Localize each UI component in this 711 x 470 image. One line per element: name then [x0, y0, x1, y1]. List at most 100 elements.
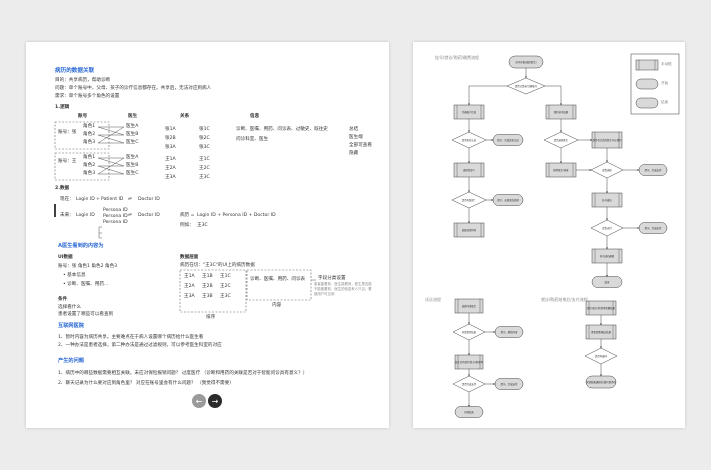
- info-line: 诊断、医嘱、用药、问诊表、过敏史、既往史: [236, 127, 328, 132]
- relation-cell: 张1A: [165, 127, 176, 132]
- dp-note-line: 不能被看到，医生的信息来人只见，看: [314, 287, 372, 291]
- dp-cell: 王1A: [184, 274, 195, 279]
- condition-title: 条件: [58, 297, 68, 302]
- arrow-left-icon: ←: [195, 396, 203, 406]
- data-layer-sub: 病历在切："王3C"的UI上的病历数据: [180, 263, 255, 268]
- ui-data-title: UI数据: [58, 255, 73, 260]
- col-account: 账号: [78, 114, 88, 119]
- example-label: 例如：: [180, 223, 194, 228]
- flow-node: 病历/处方/检查单签署结果: [585, 300, 617, 316]
- flow-node-label: 结束: [605, 280, 610, 284]
- future-label: 未来：: [60, 213, 74, 218]
- flow-node-label: 是否已登录/注册账号: [515, 84, 538, 88]
- now-doctor: Doctor ID: [138, 197, 160, 202]
- flow-node-label: 问诊是否结束: [462, 330, 477, 334]
- now-patient: Patient ID: [101, 197, 124, 202]
- flow-node: 问诊是否结束: [452, 323, 486, 341]
- doctor-label: 医生B: [126, 163, 139, 168]
- relation-cell: 王1A: [165, 157, 176, 162]
- doctor-label: 医生B: [126, 132, 139, 137]
- section-data: 2.数据: [55, 186, 70, 191]
- dp-note-title: 字段分类设置: [318, 276, 346, 281]
- flow-node-label: 是否实名认证: [462, 138, 477, 142]
- relation-cell: 张1C: [199, 127, 210, 132]
- flow-node: 是否选择: [590, 161, 624, 179]
- col-relation: 关系: [180, 114, 190, 119]
- problem-line: 问题：单个账号中，父母、孩子的诊疗信息都存在。共享后，无法对应到病人: [55, 86, 212, 91]
- a-doctor-title: A医生看到的内容为: [58, 243, 104, 249]
- future-persona: Persona ID: [103, 214, 128, 219]
- flow-node-label: 选择就诊人: [463, 168, 476, 172]
- doc-title: 病历的数据关联: [55, 68, 95, 74]
- right-flowchart-page: 挂号/就诊/购药/缴费流程 试诊流程 就诊/购药结束后/支付流程 挂号开始(选择…: [413, 42, 685, 428]
- prev-page-button[interactable]: ←: [192, 394, 206, 408]
- condition-line: 选择看什么: [58, 305, 81, 310]
- left-document-page: 病历的数据关联 目的：共享病历，帮助诊断 问题：单个账号中，父母、孩子的诊疗信息…: [26, 42, 389, 428]
- dp-cell: 王2B: [202, 284, 213, 289]
- future-persona: Persona ID: [103, 208, 128, 213]
- flow-node-label: 患者查看/确认结果: [591, 330, 612, 334]
- flow-node: 预约挂号结果: [545, 104, 577, 120]
- flow-node: 是否有合适的医生可以预约: [591, 131, 623, 149]
- flow-node-label: 完善账户信息: [462, 110, 477, 114]
- summary-item: 隐藏: [349, 151, 359, 156]
- now-plus: +: [96, 197, 100, 202]
- internet-item: 1、暂时内容为病历共享。主要难点在于病人设置哪个病历给什么医生看: [58, 335, 204, 340]
- flow-node-label: 提示，继续问诊: [501, 330, 518, 334]
- flow-node: 是否已登录/注册账号: [506, 77, 546, 95]
- flow-edge: [545, 85, 562, 106]
- flow-node: 是否实名认证: [451, 131, 487, 149]
- flow-node: 结束: [591, 276, 623, 288]
- condition-line: 患者设置了哪些可以看查到: [58, 312, 114, 317]
- relation-cell: 王1C: [199, 157, 210, 162]
- flow-node-label: 选择就诊时间: [462, 228, 477, 232]
- account-wang: 账号：王: [58, 159, 77, 164]
- dp-cell: 王3A: [184, 294, 195, 299]
- flow-node: 是否选择医生: [543, 131, 579, 149]
- flow-node: 选择问诊医生: [454, 298, 484, 314]
- role-label: 角色2: [83, 163, 96, 168]
- flow-node: 选择就诊时间: [453, 222, 485, 238]
- ui-account-line: 账号：张 角色1 角色2 角色3: [58, 264, 118, 269]
- now-arrow: ⇌: [128, 197, 132, 202]
- flow-node: 挂号成功: [591, 192, 623, 208]
- internet-hospital-title: 互联网医院: [58, 323, 84, 329]
- now-label: 现在：: [60, 197, 74, 202]
- dp-cell: 王2C: [220, 284, 231, 289]
- account-zhang: 账号：张: [58, 130, 77, 135]
- issue-item: 2、聊天记录为什么要对应到角色里？ 对应在账号里会有什么问题？ （我觉得不需要）: [58, 381, 234, 386]
- summary-item: 医生端: [349, 135, 363, 140]
- relation-cell: 张2C: [199, 136, 210, 141]
- legend-label: 结束: [661, 100, 669, 104]
- flow-edge: [468, 85, 507, 106]
- flow-node: 是否完成支付: [452, 375, 486, 393]
- next-page-button[interactable]: →: [208, 394, 222, 408]
- summary-item: 总结: [349, 127, 359, 132]
- flow-node-label: 提示，完成支付: [645, 168, 662, 172]
- flow-node: 选择就诊人: [453, 162, 485, 178]
- flow-main-title: 挂号/就诊/购药/缴费流程: [435, 55, 480, 60]
- role-label: 角色1: [83, 124, 96, 129]
- flow-node-label: 推荐医生/科室: [553, 168, 569, 172]
- issue-item: 1、病历中的哪些数据需要相互关联。未应对保险报销问题？ 过度医疗 （诊断和用药的…: [58, 371, 308, 376]
- future-persona: Persona ID: [103, 220, 128, 225]
- dp-content-label: 内容: [272, 303, 282, 308]
- col-doctor: 医生: [128, 114, 138, 119]
- flow-node: 提示，继续问诊: [494, 326, 524, 338]
- flow-node: 推荐医生/科室: [545, 162, 577, 178]
- purpose-line: 目的：共享病历，帮助诊断: [55, 78, 111, 83]
- flow-node: 提示，完成支付: [494, 378, 524, 390]
- now-login: Login ID: [76, 197, 95, 202]
- dp-note-line: 被用户可见到: [314, 292, 335, 296]
- flow-node-label: 是否有合适的医生可以预约: [593, 138, 622, 142]
- flow-node-label: 挂号开始(选择医生): [516, 60, 537, 64]
- legend-label: 手动框: [661, 62, 672, 66]
- flow-node-label: 是否有医保？: [462, 198, 476, 202]
- flow-node: 挂号成功通知: [591, 248, 623, 264]
- role-label: 角色1: [83, 155, 96, 160]
- flow-node: 问诊结果通知/反馈问诊评价: [585, 375, 616, 389]
- dp-cell: 王2A: [184, 284, 195, 289]
- future-arrow: ⇌: [128, 213, 132, 218]
- flow-node-label: 挂号成功: [602, 198, 612, 202]
- role-label: 角色3: [83, 140, 96, 145]
